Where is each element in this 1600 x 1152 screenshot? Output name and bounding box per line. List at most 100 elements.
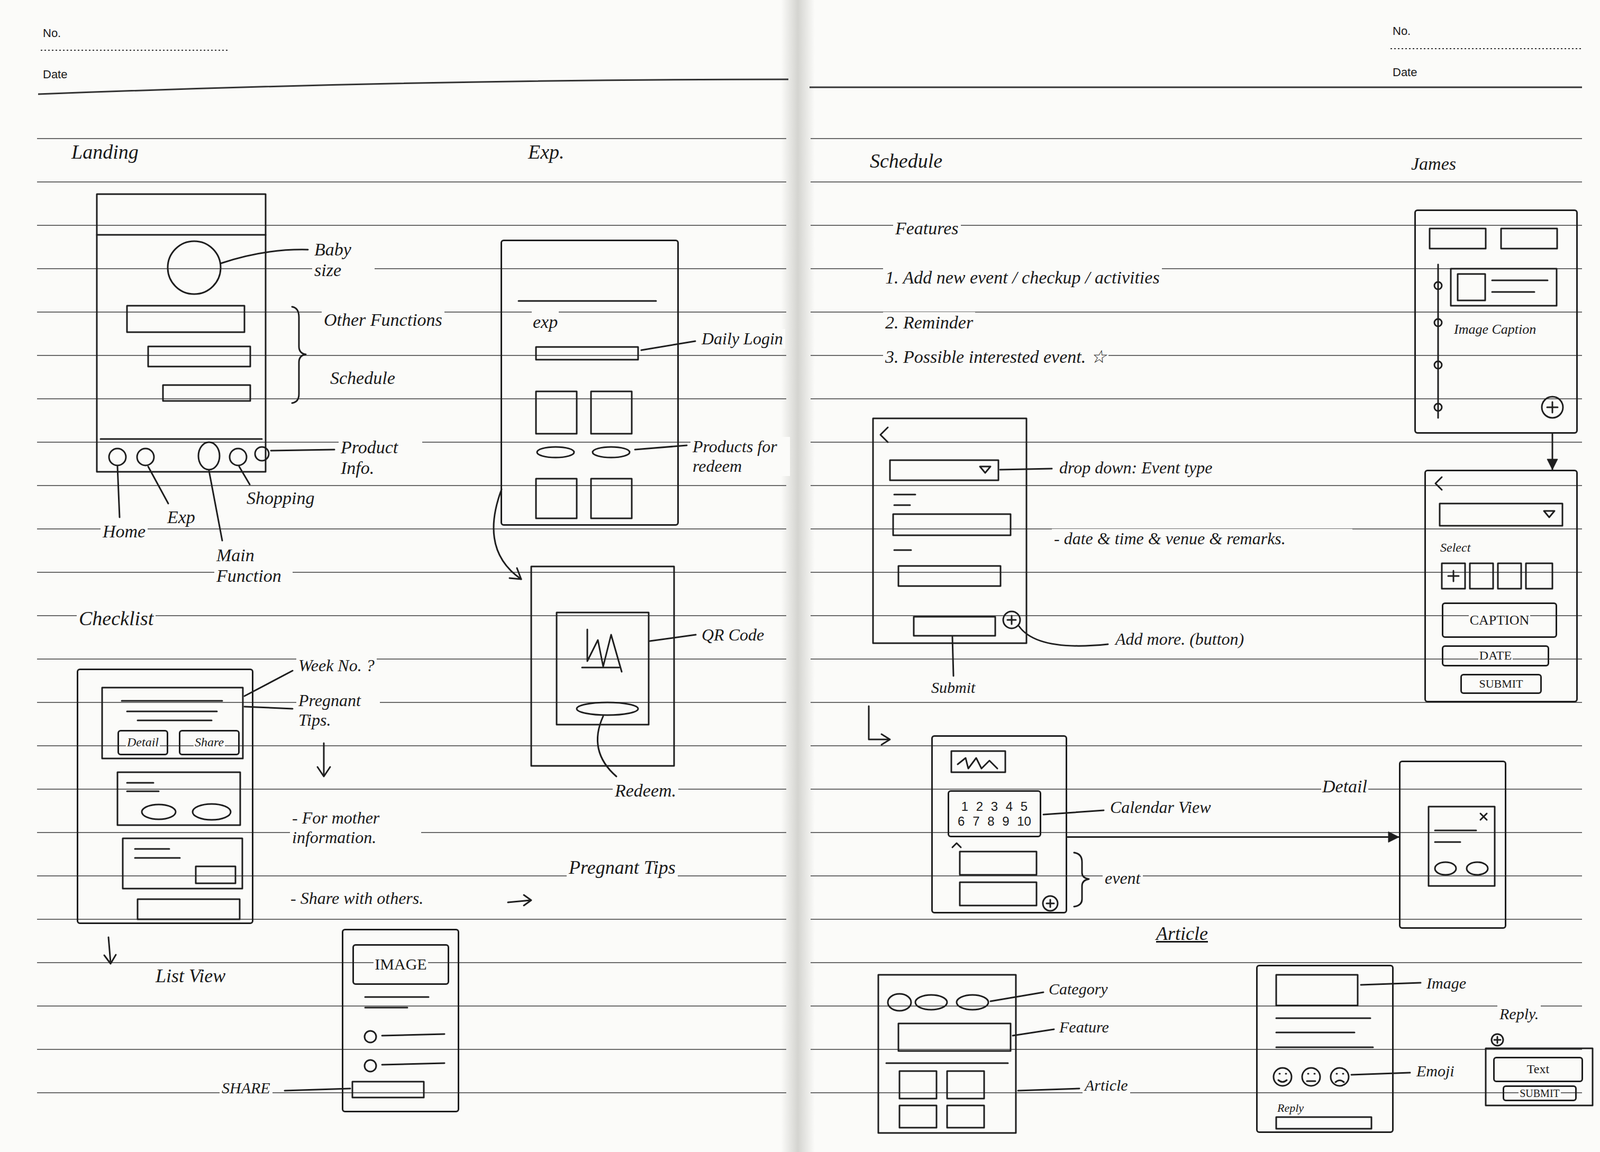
ruled-line: [37, 1092, 787, 1094]
list-heading: Features: [893, 217, 961, 239]
note-text: - Share with others.: [288, 888, 426, 909]
callout-label: Add more. (button): [1113, 629, 1247, 650]
wireframe-sketch: [913, 616, 996, 636]
callout-label: Daily Login: [699, 329, 786, 349]
header-line: [809, 86, 1583, 89]
wireframe-sketch: [1012, 1029, 1054, 1036]
wireframe-sketch: [1276, 1032, 1355, 1034]
section-heading: Article: [1153, 923, 1211, 945]
wireframe-sketch: [535, 478, 577, 519]
input-box: CAPTION: [1441, 602, 1558, 639]
note-text: Pregnant Tips.: [296, 691, 380, 731]
note-text: Week No. ?: [296, 656, 377, 676]
node-text: SUBMIT: [1518, 1087, 1561, 1100]
ruled-line: [810, 745, 1583, 747]
wireframe-sketch: [1019, 626, 1108, 647]
callout-label: Image: [1424, 974, 1469, 994]
wireframe-sketch: [1434, 830, 1477, 832]
callout-label: QR Code: [699, 625, 767, 645]
wireframe-sketch: [1541, 396, 1563, 418]
wireframe-sketch: [364, 1031, 377, 1043]
wireframe-sketch: [493, 489, 522, 580]
wireframe-sketch: [1302, 1068, 1321, 1087]
wireframe-sketch: [365, 996, 429, 999]
wireframe-sketch: [126, 782, 154, 785]
wireframe-sketch: [198, 442, 220, 470]
node-text: IMAGE: [373, 955, 428, 975]
input-box: Text: [1493, 1057, 1584, 1083]
ruled-line: [810, 398, 1583, 400]
wireframe-sketch: [915, 995, 948, 1011]
wireframe-sketch: [365, 1007, 408, 1009]
wireframe-sketch: [591, 391, 632, 434]
wireframe-sketch: [148, 466, 169, 504]
callout-label: Other Functions: [321, 309, 445, 331]
wireframe-sketch: [1501, 228, 1558, 249]
wireframe-sketch: [947, 1071, 985, 1099]
wireframe-sketch: [162, 385, 251, 402]
wireframe-sketch: [1434, 862, 1457, 876]
wireframe-sketch: [880, 427, 888, 443]
button: Detail: [117, 730, 169, 756]
wireframe-sketch: [382, 1034, 445, 1036]
ruled-line: [810, 875, 1583, 877]
wireframe-sketch: [1441, 563, 1466, 589]
wireframe-sketch: [317, 767, 331, 777]
callout-label: - date & time & venue & remarks.: [1051, 529, 1353, 549]
wireframe-sketch: [1276, 975, 1358, 1006]
wireframe-sketch: [108, 937, 111, 963]
section-heading: Landing: [69, 140, 141, 165]
phone-screen: SelectCAPTIONDATESUBMIT: [1424, 469, 1578, 703]
wireframe-sketch: [1492, 291, 1535, 294]
note-text: - For mother information.: [289, 808, 422, 848]
wireframe-sketch: [894, 549, 912, 552]
node-text: SUBMIT: [1477, 677, 1524, 691]
wireframe-sketch: [208, 470, 223, 541]
wireframe-sketch: [255, 447, 269, 461]
feature-item: 3. Possible interested event. ☆: [883, 346, 1109, 368]
input-box: DATE: [1441, 645, 1550, 667]
wireframe-sketch: [292, 306, 306, 404]
wireframe-sketch: [1046, 900, 1054, 908]
wireframe-sketch: [137, 899, 240, 920]
wireframe-sketch: [1497, 563, 1522, 589]
wireframe-sketch: [1351, 1073, 1411, 1076]
phone-screen: Reply: [1256, 965, 1394, 1134]
ruled-line: [810, 832, 1583, 834]
wireframe-sketch: [634, 445, 687, 450]
wireframe-sketch: [592, 447, 630, 458]
wireframe-sketch: [535, 347, 639, 360]
wireframe-sketch: [137, 448, 154, 466]
wireframe-sketch: [947, 1105, 985, 1129]
node-text: DATE: [1478, 648, 1513, 664]
wireframe-sketch: [323, 743, 325, 776]
wireframe-sketch: [509, 568, 522, 580]
wireframe-sketch: [952, 637, 954, 677]
phone-screen: Image Caption: [1414, 209, 1578, 434]
wireframe-sketch: [244, 706, 293, 709]
section-heading: List View: [153, 965, 228, 988]
node-text: Reply: [1276, 1101, 1305, 1115]
wireframe-sketch: [104, 955, 116, 965]
wireframe-sketch: [1435, 477, 1442, 490]
flow-arrow: [1067, 832, 1399, 843]
section-heading: Schedule: [867, 149, 945, 174]
wireframe-sketch: [576, 702, 639, 716]
wireframe-sketch: [878, 975, 1016, 1134]
phone-screen: 1 2 3 4 5 6 7 8 9 10: [931, 735, 1068, 914]
ruled-line: [810, 571, 1583, 574]
phone-screen: Detail Share: [76, 668, 254, 925]
wireframe-sketch: [239, 466, 250, 485]
wireframe-sketch: [535, 391, 577, 434]
callout-label: Baby size: [312, 239, 375, 281]
wireframe-sketch: [167, 241, 221, 295]
wireframe-sketch: [1330, 1068, 1349, 1087]
ruled-line: [810, 441, 1583, 443]
wireframe-sketch: [108, 448, 126, 466]
connector-line: [1067, 836, 1399, 839]
arrow-head: [1388, 832, 1399, 843]
callout-label: Article: [1082, 1076, 1131, 1096]
calendar-grid: 1 2 3 4 5 6 7 8 9 10: [947, 790, 1042, 838]
button: Share: [178, 730, 240, 756]
